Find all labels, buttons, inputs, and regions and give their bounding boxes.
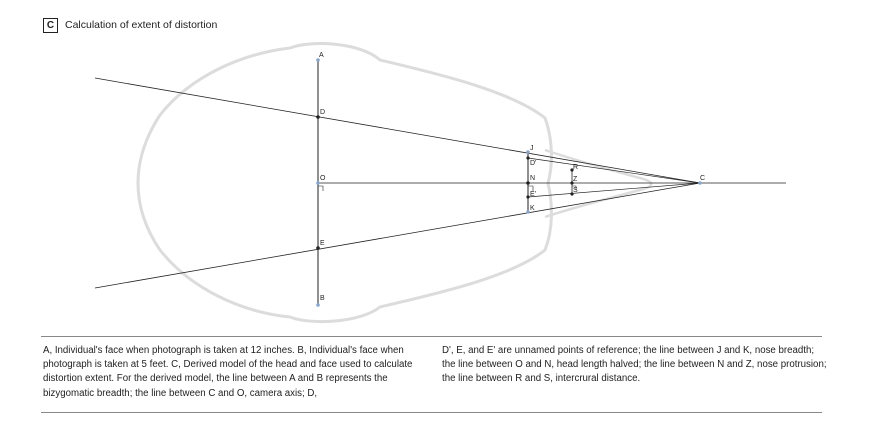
point-r-marker	[570, 168, 574, 172]
label-b: B	[320, 295, 325, 302]
right-angle-marker-z	[572, 185, 577, 190]
label-c: C	[700, 175, 705, 182]
label-d-prime: D'	[530, 160, 536, 167]
label-e-prime: E'	[530, 191, 536, 198]
right-angle-marker-n	[528, 185, 534, 191]
label-j: J	[530, 145, 534, 152]
point-o-marker	[316, 181, 320, 185]
point-e-prime-marker	[526, 195, 530, 199]
ray-nose-lower-line	[527, 182, 701, 198]
label-k: K	[530, 205, 535, 212]
caption-right-column: D', E, and E' are unnamed points of refe…	[442, 345, 827, 385]
point-k-marker	[526, 210, 530, 214]
ray-nose-upper-line	[527, 157, 701, 184]
label-d: D	[320, 109, 325, 116]
point-b-marker	[316, 303, 320, 307]
point-z-marker	[570, 181, 574, 185]
ray-upper-line	[94, 77, 701, 184]
label-n: N	[530, 175, 535, 182]
label-o: O	[320, 175, 326, 182]
caption-top-rule	[41, 336, 822, 337]
right-angle-marker-o	[318, 185, 324, 191]
caption-bottom-rule	[41, 412, 822, 413]
point-j-marker	[526, 150, 530, 154]
ray-lower-line	[94, 182, 701, 289]
distortion-diagram: A D O E B J D' N E' K R Z S C	[94, 42, 786, 324]
point-s-marker	[570, 192, 574, 196]
panel-header: C Calculation of extent of distortion	[43, 16, 217, 34]
point-e-marker	[316, 246, 320, 250]
label-z: Z	[573, 176, 578, 183]
point-a-marker	[316, 58, 320, 62]
label-a: A	[319, 52, 324, 59]
caption-left-column: A, Individual's face when photograph is …	[43, 345, 413, 399]
point-n-marker	[526, 181, 530, 185]
point-d-prime-marker	[526, 156, 530, 160]
label-r: R	[573, 164, 578, 171]
head-outline	[136, 42, 553, 324]
label-s: S	[573, 187, 578, 194]
point-d-marker	[316, 115, 320, 119]
label-e: E	[320, 240, 325, 247]
panel-letter-badge: C	[43, 17, 58, 33]
point-c-marker	[698, 181, 702, 185]
panel-title: Calculation of extent of distortion	[65, 19, 218, 31]
